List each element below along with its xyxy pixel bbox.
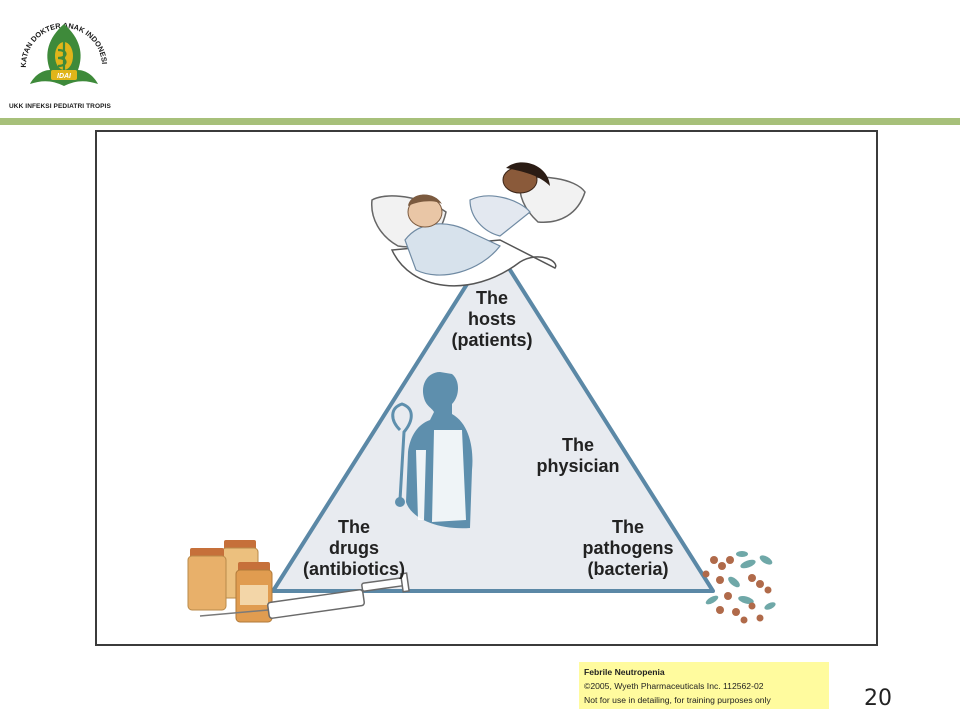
logo-badge-text: IDAI xyxy=(57,73,72,80)
copyright-notice: Febrile Neutropenia ©2005, Wyeth Pharmac… xyxy=(579,662,829,709)
node-label-physician: The physician xyxy=(536,435,620,476)
notice-copyright: ©2005, Wyeth Pharmaceuticals Inc. 112562… xyxy=(584,681,764,691)
antibiotic-bottles-illustration xyxy=(187,540,273,623)
node-label-drugs: The drugs (antibiotics) xyxy=(303,517,405,579)
physician-illustration xyxy=(391,372,473,529)
bacteria-illustration xyxy=(702,551,776,624)
node-label-hosts: The hosts (patients) xyxy=(451,288,533,350)
triad-triangle xyxy=(271,241,715,593)
patients-illustration xyxy=(371,162,586,287)
notice-title: Febrile Neutropenia xyxy=(584,667,665,677)
idai-logo: IKATAN DOKTER ANAK INDONESIA IDAI xyxy=(8,4,109,86)
logo-caption: UKK INFEKSI PEDIATRI TROPIS xyxy=(9,103,111,110)
syringe-illustration xyxy=(199,572,410,619)
page-number: 20 xyxy=(864,686,892,711)
notice-disclaimer: Not for use in detailing, for training p… xyxy=(584,695,771,705)
header-divider xyxy=(0,118,960,125)
node-label-pathogens: The pathogens (bacteria) xyxy=(582,517,674,579)
